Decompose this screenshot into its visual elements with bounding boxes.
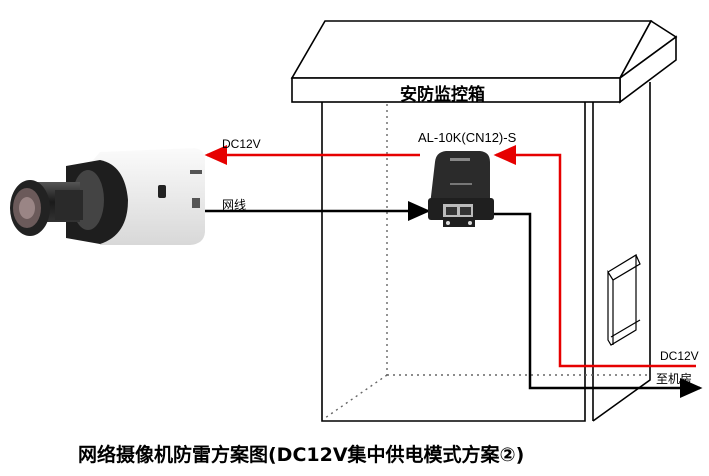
cabinet-roof (290, 20, 653, 79)
cabinet-front (321, 102, 586, 422)
monitoring-cabinet (290, 19, 678, 422)
to-machine-room-label: 至机房 (656, 372, 693, 386)
device-model-label: AL-10K(CN12)-S (418, 130, 517, 145)
cabinet-label-bar (291, 77, 621, 103)
network-cable-label: 网线 (222, 198, 247, 212)
dc-input-label: DC12V (660, 349, 699, 363)
surge-protector-device (428, 151, 494, 227)
network-camera (10, 148, 205, 245)
network-line (205, 201, 703, 398)
cabinet-title: 安防监控箱 (400, 85, 485, 105)
cabinet-handle (607, 253, 641, 346)
diagram-caption: 网络摄像机防雷方案图(DC12V集中供电模式方案②) (78, 444, 525, 466)
power-line (204, 145, 696, 368)
camera-dc-label: DC12V (222, 137, 261, 151)
